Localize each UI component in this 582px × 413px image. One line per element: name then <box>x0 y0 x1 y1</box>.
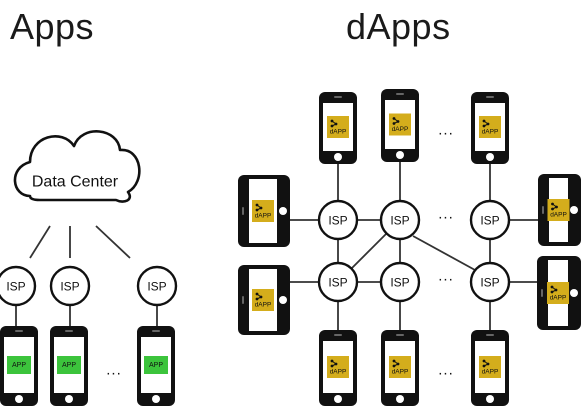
dapp-label: dAPP <box>392 369 409 376</box>
dapp-label: dAPP <box>255 213 272 220</box>
smartphone-app: APP <box>0 326 38 406</box>
isp-node <box>317 199 359 241</box>
node-cluster-icon <box>482 359 490 368</box>
smartphone-dapp: dAPP <box>238 175 290 247</box>
isp-node <box>0 265 37 307</box>
smartphone-app: APP <box>137 326 175 406</box>
smartphone-dapp: dAPP <box>319 330 357 406</box>
connector-line <box>412 235 476 271</box>
home-button <box>279 296 287 304</box>
dapp-label: dAPP <box>392 126 409 133</box>
home-button <box>396 395 404 403</box>
dapps-title: dApps <box>346 6 451 47</box>
smartphone-dapp: dAPP <box>381 89 419 162</box>
dapp-label: dAPP <box>550 295 567 302</box>
node-cluster-icon <box>255 203 263 212</box>
phone-speaker <box>486 96 494 98</box>
phone-speaker <box>334 96 342 98</box>
phone-speaker <box>242 296 244 304</box>
phone-speaker <box>242 207 244 215</box>
ellipsis-text: ... <box>106 362 122 379</box>
dapp-label: dAPP <box>482 369 499 376</box>
isp-label: ISP <box>328 214 347 228</box>
data-center-cloud: Data Center <box>13 130 141 203</box>
phone-speaker <box>541 289 543 297</box>
app-tile <box>7 356 31 374</box>
ellipsis-text: ... <box>438 268 454 285</box>
home-button <box>334 395 342 403</box>
app-label: APP <box>62 362 76 369</box>
home-button <box>570 289 578 297</box>
phone-speaker <box>486 334 494 336</box>
home-button <box>279 207 287 215</box>
app-tile <box>144 356 168 374</box>
node-cluster-icon <box>482 119 490 128</box>
home-button <box>486 395 494 403</box>
isp-label: ISP <box>480 276 499 290</box>
node-cluster-icon <box>330 119 338 128</box>
isp-node <box>379 199 421 241</box>
cloud-outline <box>13 130 141 203</box>
phone-speaker <box>65 330 73 332</box>
dapp-label: dAPP <box>330 129 347 136</box>
isp-node <box>317 261 359 303</box>
node-cluster-icon <box>392 117 400 125</box>
dapp-label: dAPP <box>330 369 347 376</box>
isp-label: ISP <box>60 280 79 294</box>
connector-line <box>351 233 387 269</box>
home-button <box>15 395 23 403</box>
apps-title: Apps <box>10 6 95 47</box>
connector-line <box>95 225 131 259</box>
isp-node <box>136 265 178 307</box>
isp-label: ISP <box>480 214 499 228</box>
phone-speaker <box>396 93 404 95</box>
smartphone-dapp: dAPP <box>537 256 581 330</box>
smartphone-dapp: dAPP <box>238 265 290 335</box>
node-cluster-icon <box>551 202 558 211</box>
isp-node <box>469 199 511 241</box>
node-cluster-icon <box>330 359 338 368</box>
phone-speaker <box>152 330 160 332</box>
app-label: APP <box>12 362 26 369</box>
data-center-label: Data Center <box>32 174 119 191</box>
isp-label: ISP <box>390 214 409 228</box>
smartphone-dapp: dAPP <box>471 92 509 164</box>
ellipsis-text: ... <box>438 362 454 379</box>
dapp-label: dAPP <box>550 212 567 219</box>
node-cluster-icon <box>550 285 558 294</box>
isp-label: ISP <box>328 276 347 290</box>
home-button <box>396 151 404 159</box>
node-cluster-icon <box>255 292 263 301</box>
home-button <box>152 395 160 403</box>
smartphone-dapp: dAPP <box>538 174 581 246</box>
phone-speaker <box>15 330 23 332</box>
home-button <box>65 395 73 403</box>
ellipsis-text: ... <box>438 122 454 139</box>
connector-line <box>29 225 51 259</box>
phone-speaker <box>396 334 404 336</box>
home-button <box>334 153 342 161</box>
app-label: APP <box>149 362 163 369</box>
node-cluster-icon <box>392 359 400 368</box>
smartphone-app: APP <box>50 326 88 406</box>
isp-label: ISP <box>390 276 409 290</box>
isp-node <box>49 265 91 307</box>
phone-speaker <box>542 206 544 214</box>
app-tile <box>57 356 81 374</box>
isp-node <box>379 261 421 303</box>
smartphone-dapp: dAPP <box>319 92 357 164</box>
ellipsis-text: ... <box>438 206 454 223</box>
isp-node <box>469 261 511 303</box>
smartphone-dapp: dAPP <box>381 330 419 406</box>
smartphone-dapp: dAPP <box>471 330 509 406</box>
dapp-label: dAPP <box>255 302 272 309</box>
isp-label: ISP <box>147 280 166 294</box>
isp-label: ISP <box>6 280 25 294</box>
home-button <box>486 153 494 161</box>
home-button <box>570 206 578 214</box>
phone-speaker <box>334 334 342 336</box>
dapp-label: dAPP <box>482 129 499 136</box>
